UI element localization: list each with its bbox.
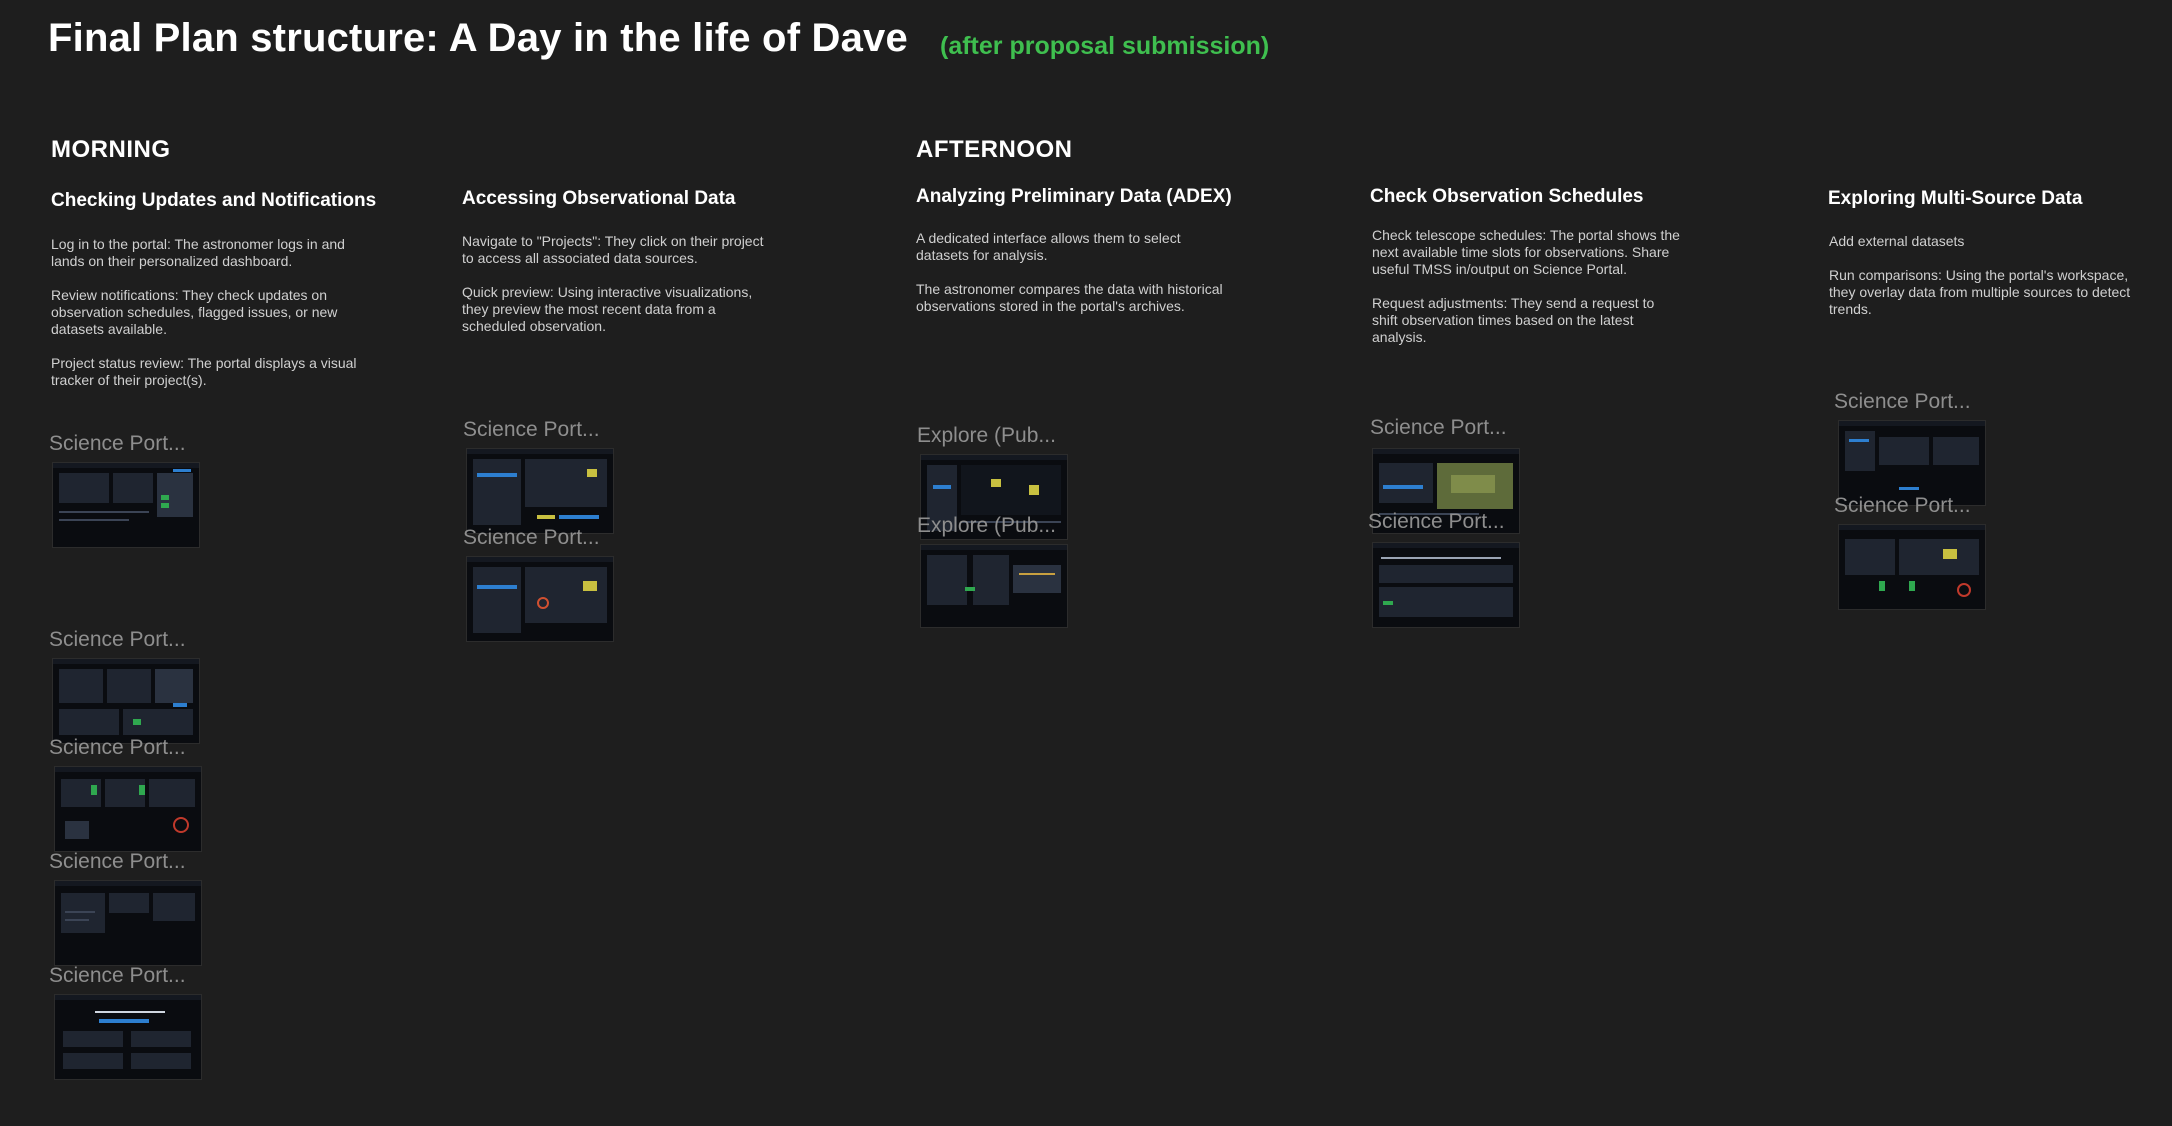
column-body-analyzing-data: A dedicated interface allows them to sel…	[916, 230, 1236, 332]
column-paragraph: Run comparisons: Using the portal's work…	[1829, 267, 2131, 317]
column-paragraph: A dedicated interface allows them to sel…	[916, 230, 1181, 263]
frame-thumbnail[interactable]	[54, 766, 202, 852]
section-morning: MORNING	[51, 136, 171, 163]
frame-label[interactable]: Science Port...	[49, 432, 186, 455]
frame-label[interactable]: Science Port...	[49, 736, 186, 759]
frame-thumbnail[interactable]	[54, 994, 202, 1080]
column-paragraph: Log in to the portal: The astronomer log…	[51, 236, 345, 269]
frame-thumbnail[interactable]	[920, 454, 1068, 540]
frame-thumbnail[interactable]	[466, 448, 614, 534]
column-heading-multi-source: Exploring Multi-Source Data	[1828, 188, 2083, 209]
page-title: Final Plan structure: A Day in the life …	[48, 16, 908, 60]
frame-label[interactable]: Science Port...	[1834, 494, 1971, 517]
column-body-schedules: Check telescope schedules: The portal sh…	[1372, 227, 1682, 363]
frame-thumbnail[interactable]	[54, 880, 202, 966]
frame-thumbnail[interactable]	[52, 658, 200, 744]
column-paragraph: Project status review: The portal displa…	[51, 355, 357, 388]
frame-thumbnail[interactable]	[920, 544, 1068, 628]
frame-thumbnail[interactable]	[1838, 420, 1986, 506]
frame-thumbnail[interactable]	[1838, 524, 1986, 610]
column-paragraph: Review notifications: They check updates…	[51, 287, 338, 337]
frame-label[interactable]: Science Port...	[1370, 416, 1507, 439]
frame-label[interactable]: Science Port...	[49, 628, 186, 651]
column-paragraph: Quick preview: Using interactive visuali…	[462, 284, 753, 334]
frame-label[interactable]: Science Port...	[1368, 510, 1505, 533]
frame-thumbnail[interactable]	[466, 556, 614, 642]
column-body-multi-source: Add external datasets Run comparisons: U…	[1829, 233, 2139, 335]
frame-label[interactable]: Explore (Pub...	[917, 424, 1056, 447]
column-paragraph: Request adjustments: They send a request…	[1372, 295, 1655, 345]
column-body-checking-updates: Log in to the portal: The astronomer log…	[51, 236, 371, 406]
frame-label[interactable]: Science Port...	[1834, 390, 1971, 413]
frame-thumbnail[interactable]	[1372, 448, 1520, 534]
frame-thumbnail[interactable]	[1372, 542, 1520, 628]
column-heading-checking-updates: Checking Updates and Notifications	[51, 190, 377, 211]
page-subtitle: (after proposal submission)	[940, 32, 1270, 60]
column-paragraph: Check telescope schedules: The portal sh…	[1372, 227, 1680, 277]
frame-label[interactable]: Science Port...	[463, 418, 600, 441]
column-paragraph: Navigate to "Projects": They click on th…	[462, 233, 764, 266]
frame-label[interactable]: Science Port...	[463, 526, 600, 549]
column-paragraph: Add external datasets	[1829, 233, 1965, 249]
frame-thumbnail[interactable]	[52, 462, 200, 548]
frame-label[interactable]: Science Port...	[49, 964, 186, 987]
section-afternoon: AFTERNOON	[916, 136, 1073, 163]
column-heading-schedules: Check Observation Schedules	[1370, 186, 1644, 207]
column-heading-accessing-data: Accessing Observational Data	[462, 188, 736, 209]
frame-label[interactable]: Explore (Pub...	[917, 514, 1056, 537]
column-heading-analyzing-data: Analyzing Preliminary Data (ADEX)	[916, 186, 1232, 207]
column-body-accessing-data: Navigate to "Projects": They click on th…	[462, 233, 772, 352]
frame-label[interactable]: Science Port...	[49, 850, 186, 873]
column-paragraph: The astronomer compares the data with hi…	[916, 281, 1223, 314]
